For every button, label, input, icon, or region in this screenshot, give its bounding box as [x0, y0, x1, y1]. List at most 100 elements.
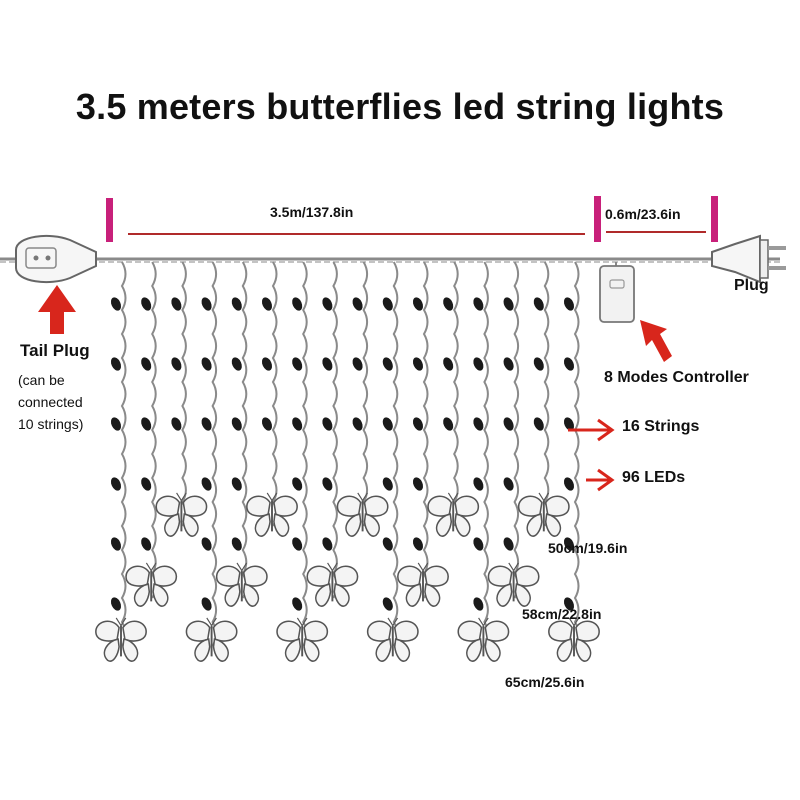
led-bulb [382, 597, 393, 611]
lead-length-label: 0.6m/23.6in [605, 206, 681, 222]
butterfly-icon [215, 561, 268, 608]
led-bulb [473, 597, 484, 611]
butterfly-icon [517, 491, 570, 538]
led-bulb [231, 537, 242, 551]
light-string [125, 261, 178, 608]
light-string [396, 261, 450, 608]
led-bulb [473, 477, 484, 491]
butterfly-icon [306, 561, 359, 608]
led-bulb [382, 477, 393, 491]
led-bulb [382, 297, 393, 311]
arrow-icon [38, 285, 672, 492]
led-bulb [322, 357, 333, 371]
led-bulb [503, 537, 514, 551]
led-bulb [171, 417, 182, 431]
led-bulb [473, 297, 484, 311]
led-bulb [292, 597, 303, 611]
led-bulb [141, 297, 152, 311]
drop-short-label: 50cm/19.6in [548, 540, 628, 556]
tail-plug-note-line: 10 strings) [18, 416, 84, 432]
string-wire [271, 261, 278, 527]
led-bulb [292, 477, 303, 491]
string-wire [392, 261, 399, 647]
led-bulb [473, 537, 484, 551]
led-bulb [443, 417, 454, 431]
led-bulb [473, 417, 484, 431]
light-string [215, 261, 268, 608]
led-bulb [231, 357, 242, 371]
butterfly-icon [427, 491, 480, 538]
butterfly-icon [185, 616, 238, 663]
led-bulb [201, 477, 212, 491]
marker-left [106, 198, 113, 242]
main-length-label: 3.5m/137.8in [270, 204, 354, 220]
led-bulb [382, 357, 393, 371]
tail-plug-note-line: (can be [18, 372, 65, 388]
led-bulb [563, 537, 575, 551]
butterfly-icon [155, 491, 208, 538]
controller-icon [599, 262, 635, 323]
led-bulb [110, 297, 122, 311]
led-bulb [261, 417, 273, 431]
strings-arrow [568, 418, 615, 442]
led-bulb [533, 357, 544, 371]
tail-plug-label: Tail Plug [20, 341, 90, 360]
leds-label: 96 LEDs [622, 469, 686, 486]
led-bulb [141, 357, 152, 371]
string-wire [483, 261, 489, 647]
led-bulb [110, 417, 122, 431]
string-wire [453, 261, 459, 527]
led-bulb [443, 357, 454, 371]
light-string [155, 261, 208, 538]
led-bulb [563, 417, 575, 431]
butterfly-icon [125, 561, 178, 608]
butterfly-icon [396, 561, 450, 608]
led-bulb [110, 357, 122, 371]
led-bulb [533, 417, 544, 431]
light-string [306, 261, 359, 608]
led-bulb [322, 537, 333, 551]
string-wire [573, 261, 580, 647]
string-wire [543, 261, 550, 527]
string-wire [241, 261, 248, 599]
butterfly-icon [276, 616, 329, 663]
led-bulb [292, 537, 303, 551]
led-bulb [141, 537, 152, 551]
light-string [366, 261, 419, 663]
led-bulb [110, 537, 122, 551]
led-bulb [261, 297, 273, 311]
leds-arrow [586, 468, 615, 492]
plug-label: Plug [734, 277, 769, 294]
led-bulb [412, 357, 424, 371]
led-bulb [382, 537, 393, 551]
led-bulb [292, 297, 303, 311]
string-wire [181, 261, 187, 527]
led-bulb [201, 417, 212, 431]
butterfly-icon [94, 616, 148, 663]
string-wire [151, 261, 157, 599]
light-string [487, 261, 540, 608]
led-bulb [412, 417, 424, 431]
string-wire [513, 261, 520, 599]
string-wire [302, 261, 308, 647]
tail-plug-arrow [38, 285, 76, 334]
butterfly-icon [245, 491, 299, 538]
led-bulb [503, 297, 514, 311]
butterfly-icon [366, 616, 419, 663]
string-wire [362, 261, 369, 527]
led-bulb [503, 477, 514, 491]
led-bulb [503, 357, 514, 371]
led-bulb [292, 417, 303, 431]
light-string [547, 261, 601, 663]
led-bulb [231, 297, 242, 311]
butterfly-icon [336, 491, 389, 538]
string-wire [120, 261, 127, 647]
light-string [276, 261, 329, 663]
led-bulb [171, 357, 182, 371]
hanging-strings [94, 261, 601, 663]
led-bulb [201, 537, 212, 551]
light-string [94, 261, 148, 663]
led-bulb [322, 417, 333, 431]
string-wire [211, 261, 218, 647]
